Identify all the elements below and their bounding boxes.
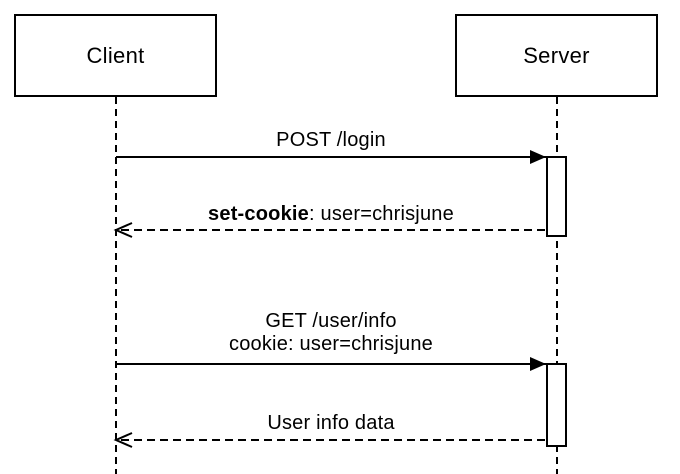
filled-arrowhead-right-icon [530,150,546,164]
actor-client-label: Client [86,42,145,68]
message-label-set-cookie-value: : user=chrisjune [308,203,454,225]
actor-server-label: Server [523,42,590,68]
message-label-get-user-info-line1: GET /user/info [265,310,397,332]
actor-client-box: Client [14,14,217,97]
client-lifeline [115,97,117,474]
open-arrowhead-left-icon [113,222,133,238]
message-label-set-cookie-key: set-cookie [208,203,309,225]
message-line-post-login [116,156,546,158]
message-label-get-user-info: GET /user/info cookie: user=chrisjune [116,310,546,356]
server-activation-bar-1 [546,156,567,237]
message-label-user-info-data: User info data [267,412,395,434]
actor-server-box: Server [455,14,658,97]
message-line-set-cookie [121,229,546,231]
server-activation-bar-2 [546,363,567,447]
message-label-set-cookie: set-cookie: user=chrisjune [116,203,546,226]
open-arrowhead-left-icon [113,432,133,448]
message-line-get-user-info [116,363,546,365]
message-line-user-info-data [121,439,546,441]
message-label-get-user-info-line2: cookie: user=chrisjune [229,333,433,355]
message-label-post-login: POST /login [276,129,386,151]
filled-arrowhead-right-icon [530,357,546,371]
server-lifeline [556,97,558,474]
